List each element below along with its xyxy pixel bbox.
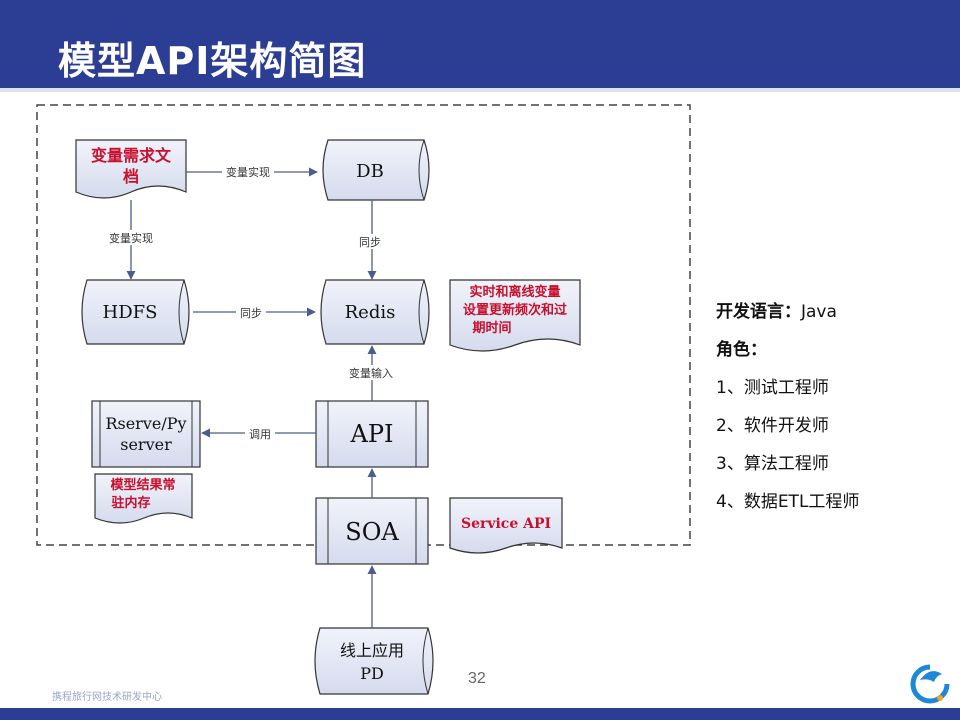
roles-heading: 角色： <box>716 338 946 362</box>
dev-language-row: 开发语言：Java <box>716 300 946 324</box>
hdfs-label: HDFS <box>103 302 158 323</box>
redis-note-line-1: 实时和离线变量 <box>469 284 560 300</box>
redis-label: Redis <box>345 302 396 323</box>
redis-note-line-3: 期时间 <box>472 320 511 336</box>
title-stripe <box>0 88 960 92</box>
rserve-note-line-2: 驻内存 <box>111 495 150 511</box>
requirements-doc-label-1: 变量需求文 <box>91 146 172 165</box>
redis-note-line-2: 设置更新频次和过 <box>463 302 567 318</box>
soa-node: SOA <box>315 497 429 565</box>
edge-label-api-rserve: 调用 <box>249 428 271 441</box>
rserve-label-2: server <box>120 435 172 454</box>
role-item: 1、测试工程师 <box>716 378 829 398</box>
rserve-label-1: Rserve/Py <box>105 414 186 433</box>
edge-label-db-redis: 同步 <box>359 236 381 249</box>
online-app-node: 线上应用 PD <box>314 627 434 695</box>
edge-label-doc-hdfs: 变量实现 <box>109 231 153 245</box>
role-item: 4、数据ETL工程师 <box>716 492 860 512</box>
db-label: DB <box>356 161 384 182</box>
api-label: API <box>350 420 394 448</box>
db-node: DB <box>322 139 430 201</box>
service-api-label: Service API <box>461 516 551 532</box>
slide-title: 模型API架构简图 <box>58 39 367 83</box>
role-item: 2、软件开发师 <box>716 416 829 436</box>
edge-label-hdfs-redis: 同步 <box>240 307 262 320</box>
page-number: 32 <box>468 670 486 687</box>
online-app-label-1: 线上应用 <box>340 641 404 660</box>
dev-language-value: Java <box>801 302 837 322</box>
side-panel: 开发语言：Java 角色： 1、测试工程师 2、软件开发师 3、算法工程师 4、… <box>716 300 946 528</box>
dolphin-logo-icon <box>910 664 950 704</box>
title-bar <box>0 0 960 92</box>
bottom-bar <box>0 708 960 720</box>
role-item: 3、算法工程师 <box>716 454 829 474</box>
hdfs-node: HDFS <box>81 279 190 345</box>
edge-label-api-redis: 变量输入 <box>349 366 393 380</box>
rserve-node: Rserve/Py server <box>91 400 201 468</box>
soa-label: SOA <box>345 518 399 546</box>
api-node: API <box>315 400 429 468</box>
footer-text: 携程旅行网技术研发中心 <box>52 692 162 703</box>
redis-note: 实时和离线变量 设置更新频次和过 期时间 <box>449 279 581 352</box>
redis-node: Redis <box>320 279 430 345</box>
dev-language-label: 开发语言： <box>716 302 801 322</box>
online-app-label-2: PD <box>360 664 384 683</box>
service-api-note: Service API <box>449 497 563 554</box>
edge-label-doc-db: 变量实现 <box>226 165 270 179</box>
requirements-doc-label-2: 档 <box>123 167 139 186</box>
requirements-doc-node: 变量需求文 档 <box>75 139 187 199</box>
roles-label: 角色： <box>716 340 767 360</box>
rserve-note: 模型结果常 驻内存 <box>94 473 193 524</box>
rserve-note-line-1: 模型结果常 <box>110 477 175 493</box>
